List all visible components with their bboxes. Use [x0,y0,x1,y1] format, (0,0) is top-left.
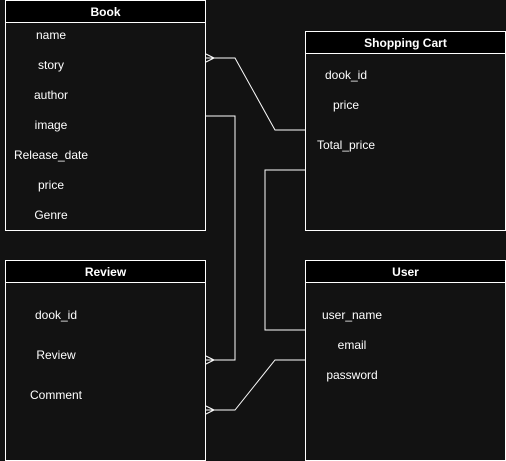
review-entity-title: Review [6,261,205,283]
user-entity[interactable]: User user_name email password [305,260,506,461]
crowfoot-review-bottom-end [205,405,215,415]
shopping-cart-entity[interactable]: Shopping Cart dook_id price Total_price [305,31,506,231]
book-field: story [37,58,65,72]
book-field: name [35,28,67,42]
book-field: author [33,88,69,102]
book-field: Genre [34,208,68,222]
review-field: dook_id [34,308,78,322]
book-entity-title: Book [6,1,205,23]
review-field: Comment [29,388,83,402]
relation-cart-user [264,169,305,331]
relation-user-review [206,359,305,411]
review-entity[interactable]: Review dook_id Review Comment [5,260,206,461]
user-field: email [337,338,367,352]
relation-book-review [206,115,236,361]
book-field: image [34,118,68,132]
book-field: Release_date [13,148,89,162]
shopping-cart-field: Total_price [316,138,376,152]
shopping-cart-field: price [332,98,360,112]
review-field: Review [36,348,76,362]
book-entity[interactable]: Book name story author image Release_dat… [5,0,206,231]
shopping-cart-entity-title: Shopping Cart [306,32,505,54]
crowfoot-book-end [205,53,215,63]
user-field: user_name [321,308,383,322]
relation-book-cart [206,57,305,131]
user-entity-title: User [306,261,505,283]
user-field: password [326,368,378,382]
crowfoot-review-top-end [205,355,215,365]
book-field: price [37,178,65,192]
shopping-cart-field: dook_id [324,68,368,82]
